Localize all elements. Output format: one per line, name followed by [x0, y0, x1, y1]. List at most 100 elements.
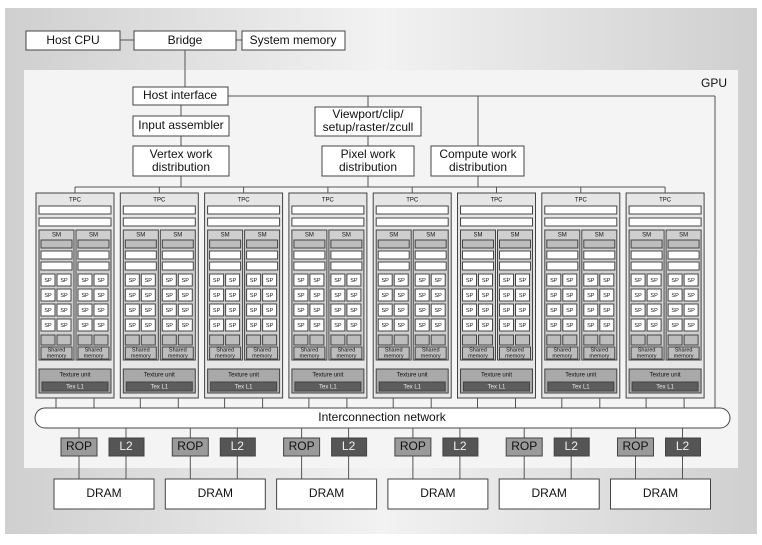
- sp-core: [562, 288, 578, 302]
- compute-work-label-1: Compute work: [439, 147, 517, 161]
- sp-label: SP: [503, 308, 511, 314]
- sm-label: SM: [558, 233, 567, 239]
- sm-warp-scheduler: [330, 250, 363, 260]
- sp-label: SP: [482, 323, 490, 329]
- sp-label: SP: [250, 278, 258, 284]
- tex-l1-label: Tex L1: [656, 385, 674, 391]
- viewport-label-2: setup/raster/zcull: [323, 120, 414, 134]
- sp-label: SP: [44, 293, 52, 299]
- sp-label: SP: [81, 323, 89, 329]
- sp-core: [646, 273, 662, 287]
- shared-memory-label-2: memory: [637, 353, 657, 359]
- sp-core: [246, 288, 262, 302]
- sm-warp-scheduler: [546, 250, 579, 260]
- sp-core: [430, 288, 446, 302]
- sfu-unit: [377, 334, 393, 346]
- system-memory-box: [241, 30, 346, 51]
- sm-dispatch: [161, 261, 194, 271]
- sp-label: SP: [313, 293, 321, 299]
- sfu-unit: [478, 334, 493, 346]
- shared-memory-label-1: Shared: [553, 347, 571, 353]
- sp-core: [393, 318, 409, 332]
- shared-memory-label-2: memory: [299, 353, 319, 359]
- sp-label: SP: [435, 308, 443, 314]
- sp-label: SP: [687, 308, 695, 314]
- shared-memory-block: [124, 346, 157, 360]
- sp-core: [414, 288, 430, 302]
- sp-label: SP: [297, 308, 305, 314]
- shared-memory-label-2: memory: [468, 353, 488, 359]
- dram-box: [164, 478, 266, 510]
- sp-core: [77, 318, 93, 332]
- sm-warp-scheduler: [40, 250, 73, 260]
- sp-core: [40, 303, 56, 317]
- sfu-unit: [93, 334, 109, 346]
- sp-core: [93, 288, 109, 302]
- sp-core: [683, 288, 699, 302]
- sp-label: SP: [419, 278, 427, 284]
- interconnection-network-bar: [34, 407, 731, 429]
- sp-label: SP: [182, 293, 190, 299]
- sp-core: [330, 288, 346, 302]
- sp-core: [40, 318, 56, 332]
- shared-memory-label-2: memory: [421, 353, 441, 359]
- texture-unit-label: Texture unit: [481, 373, 512, 379]
- tpc-control-bar: [207, 205, 281, 215]
- sp-label: SP: [229, 308, 237, 314]
- tpc-control-bar: [628, 205, 702, 215]
- sp-label: SP: [97, 278, 105, 284]
- sp-core: [124, 303, 140, 317]
- tpc-control-bar: [122, 205, 196, 215]
- sfu-unit: [562, 334, 578, 346]
- sp-core: [462, 273, 477, 287]
- bridge-label: Bridge: [168, 33, 203, 47]
- sm-instr-cache: [77, 239, 110, 249]
- sp-label: SP: [350, 278, 358, 284]
- sp-core: [667, 303, 683, 317]
- sp-core: [646, 318, 662, 332]
- sm-warp-scheduler: [293, 250, 326, 260]
- dram-label: DRAM: [198, 486, 233, 500]
- texture-unit-label: Texture unit: [228, 373, 259, 379]
- sm-label: SM: [389, 233, 398, 239]
- sm-label: SM: [173, 233, 182, 239]
- sp-label: SP: [519, 293, 527, 299]
- sp-label: SP: [334, 278, 342, 284]
- texture-unit-label: Texture unit: [650, 373, 681, 379]
- sp-label: SP: [81, 293, 89, 299]
- sm-instr-cache: [209, 239, 242, 249]
- sp-label: SP: [145, 308, 153, 314]
- sm-instr-cache: [161, 239, 194, 249]
- sp-label: SP: [382, 308, 390, 314]
- sfu-unit: [40, 334, 56, 346]
- sp-label: SP: [503, 293, 511, 299]
- sfu-unit: [225, 334, 241, 346]
- shared-memory-label-1: Shared: [590, 347, 608, 353]
- sp-label: SP: [466, 278, 474, 284]
- sp-label: SP: [634, 278, 642, 284]
- sm-dispatch: [546, 261, 579, 271]
- dram-label: DRAM: [643, 486, 678, 500]
- texture-unit-label: Texture unit: [565, 373, 596, 379]
- sm-dispatch: [630, 261, 663, 271]
- sm-label: SM: [136, 233, 145, 239]
- system-memory-label: System memory: [250, 33, 337, 47]
- sp-label: SP: [634, 323, 642, 329]
- sp-label: SP: [229, 293, 237, 299]
- tpc-control-bar: [460, 205, 533, 215]
- tpc-control-bar: [38, 217, 112, 227]
- sp-core: [546, 318, 562, 332]
- sp-core: [377, 288, 393, 302]
- tpc-control-bar: [38, 205, 112, 215]
- texture-unit-label: Texture unit: [59, 373, 90, 379]
- sm-instr-cache: [246, 239, 279, 249]
- sfu-unit: [346, 334, 362, 346]
- sfu-unit: [430, 334, 446, 346]
- sm-warp-scheduler: [667, 250, 700, 260]
- sm-instr-cache: [293, 239, 326, 249]
- sp-core: [462, 318, 477, 332]
- sp-label: SP: [566, 278, 574, 284]
- shared-memory-label-2: memory: [552, 353, 572, 359]
- sp-label: SP: [603, 323, 611, 329]
- sp-core: [77, 273, 93, 287]
